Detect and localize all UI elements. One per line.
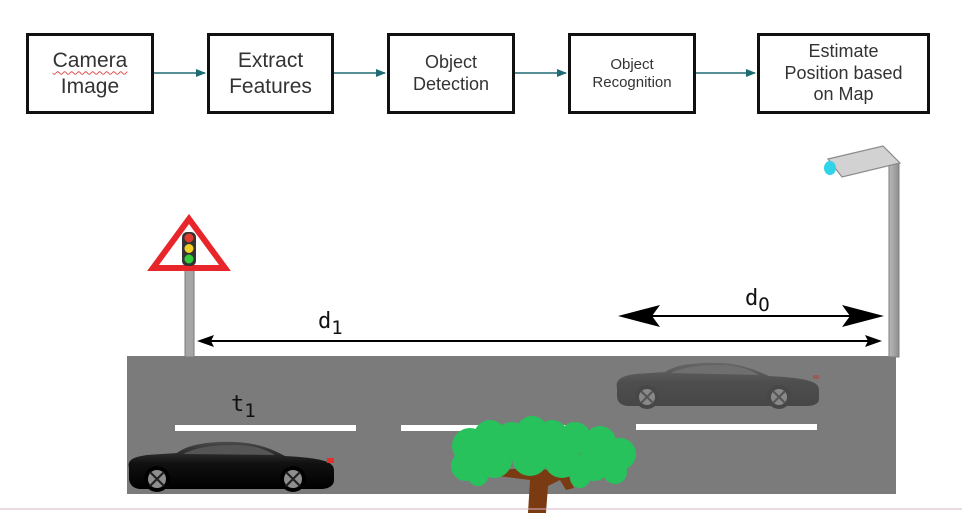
car-icon	[616, 362, 819, 409]
label-t1-sub: 1	[244, 400, 255, 422]
label-d0-sub: O	[758, 294, 769, 316]
label-d0-base: d	[745, 286, 758, 311]
label-d1: d1	[318, 309, 343, 339]
step-recognition-line1: Object	[610, 55, 654, 73]
lane-marking-1	[175, 425, 356, 431]
step-estimate-text: Estimate Position based on Map	[784, 41, 903, 105]
step-camera-line2: Image	[60, 74, 120, 98]
street-lamp-icon	[824, 145, 902, 358]
step-recognition-line2: Recognition	[592, 73, 672, 91]
label-d0: dO	[745, 286, 770, 316]
step-detection-line1: Object	[424, 51, 477, 72]
lane-marking-3	[636, 424, 817, 430]
label-t1: t1	[231, 392, 256, 422]
step-detection-line2: Detection	[412, 73, 490, 94]
step-estimate-position: Estimate Position based on Map	[757, 33, 930, 114]
tree-icon	[451, 416, 636, 513]
car-icon	[128, 441, 334, 492]
label-d1-sub: 1	[331, 317, 342, 339]
label-d1-base: d	[318, 309, 331, 334]
label-t1-base: t	[231, 392, 244, 417]
step-extract-line1: Extract	[237, 49, 304, 73]
step-camera-line1: Camera	[52, 49, 128, 73]
traffic-light-sign-icon	[147, 213, 231, 358]
step-extract-line2: Features	[229, 74, 312, 98]
distance-arrow-d1	[197, 335, 882, 347]
distance-arrow-d0	[618, 305, 884, 327]
